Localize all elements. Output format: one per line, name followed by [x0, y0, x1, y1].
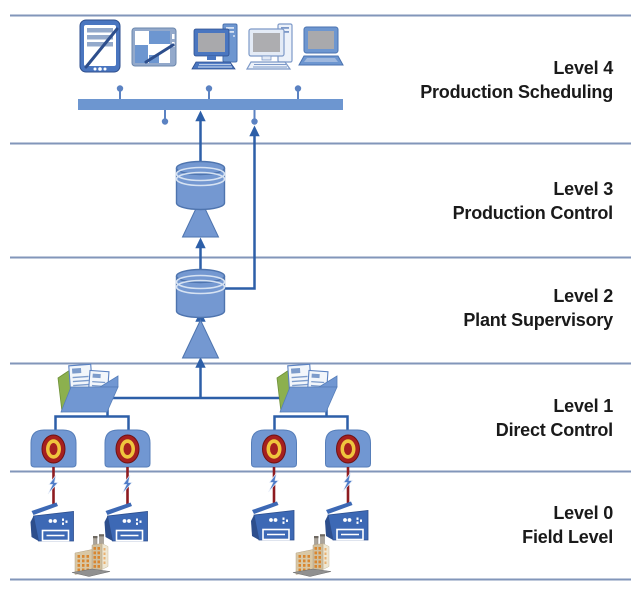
desktop-computer-outline-icon: [245, 23, 293, 70]
level-3-title: Production Control: [452, 203, 614, 223]
controller-icon: [30, 429, 77, 468]
level-3-label: Level 3 Production Control: [343, 177, 614, 225]
field-links: [52, 467, 350, 506]
documents-folder-icon-right: [276, 363, 338, 413]
field-machine-icon: [103, 501, 149, 542]
level-dividers: [10, 14, 631, 581]
level-2-title: Plant Supervisory: [463, 310, 613, 330]
level-1-name: Level 1: [553, 396, 613, 416]
laptop-icon: [298, 26, 344, 66]
bus-bar: [78, 99, 343, 110]
level-1-title: Direct Control: [495, 420, 613, 440]
level-0-label: Level 0 Field Level: [343, 501, 613, 549]
field-machine-icon: [250, 500, 295, 541]
level-4-label: Level 4 Production Scheduling: [343, 56, 613, 104]
controller-icon: [251, 429, 297, 468]
level-4-title: Production Scheduling: [420, 82, 613, 102]
up-arrowhead: [195, 110, 206, 122]
level-4-name: Level 4: [553, 58, 613, 78]
level-1-label: Level 1 Direct Control: [343, 394, 613, 442]
documents-folder-icon-left: [57, 363, 119, 413]
pda-icon: [79, 19, 121, 73]
factory-icon: [292, 533, 332, 577]
stylus: [144, 43, 175, 64]
network-bus: [78, 85, 343, 125]
tablet-icon: [131, 27, 177, 67]
level-2-label: Level 2 Plant Supervisory: [343, 284, 613, 332]
up-arrowhead: [195, 357, 206, 368]
up-arrow-triangle-icon-level2: [182, 319, 219, 359]
stylus: [84, 27, 119, 69]
bus-tap-dot: [205, 85, 213, 92]
up-arrowhead: [195, 237, 206, 249]
bus-tap-dot: [116, 85, 124, 92]
database-icon-level3: [175, 160, 226, 211]
flow-line-l2-to-bus: [224, 136, 256, 290]
bus-tap-dot: [294, 85, 302, 92]
desktop-computer-icon: [191, 23, 238, 70]
bus-tap-dot: [251, 118, 258, 125]
field-machine-icon: [29, 501, 75, 542]
level-0-name: Level 0: [553, 503, 613, 523]
factory-icon: [71, 533, 111, 577]
level-0-title: Field Level: [522, 527, 613, 547]
database-icon-level2: [175, 268, 226, 319]
level-3-name: Level 3: [553, 179, 613, 199]
up-arrowhead: [249, 125, 260, 137]
controller-icon: [104, 429, 151, 468]
bus-tap-dot: [161, 118, 169, 125]
level-2-name: Level 2: [553, 286, 613, 306]
